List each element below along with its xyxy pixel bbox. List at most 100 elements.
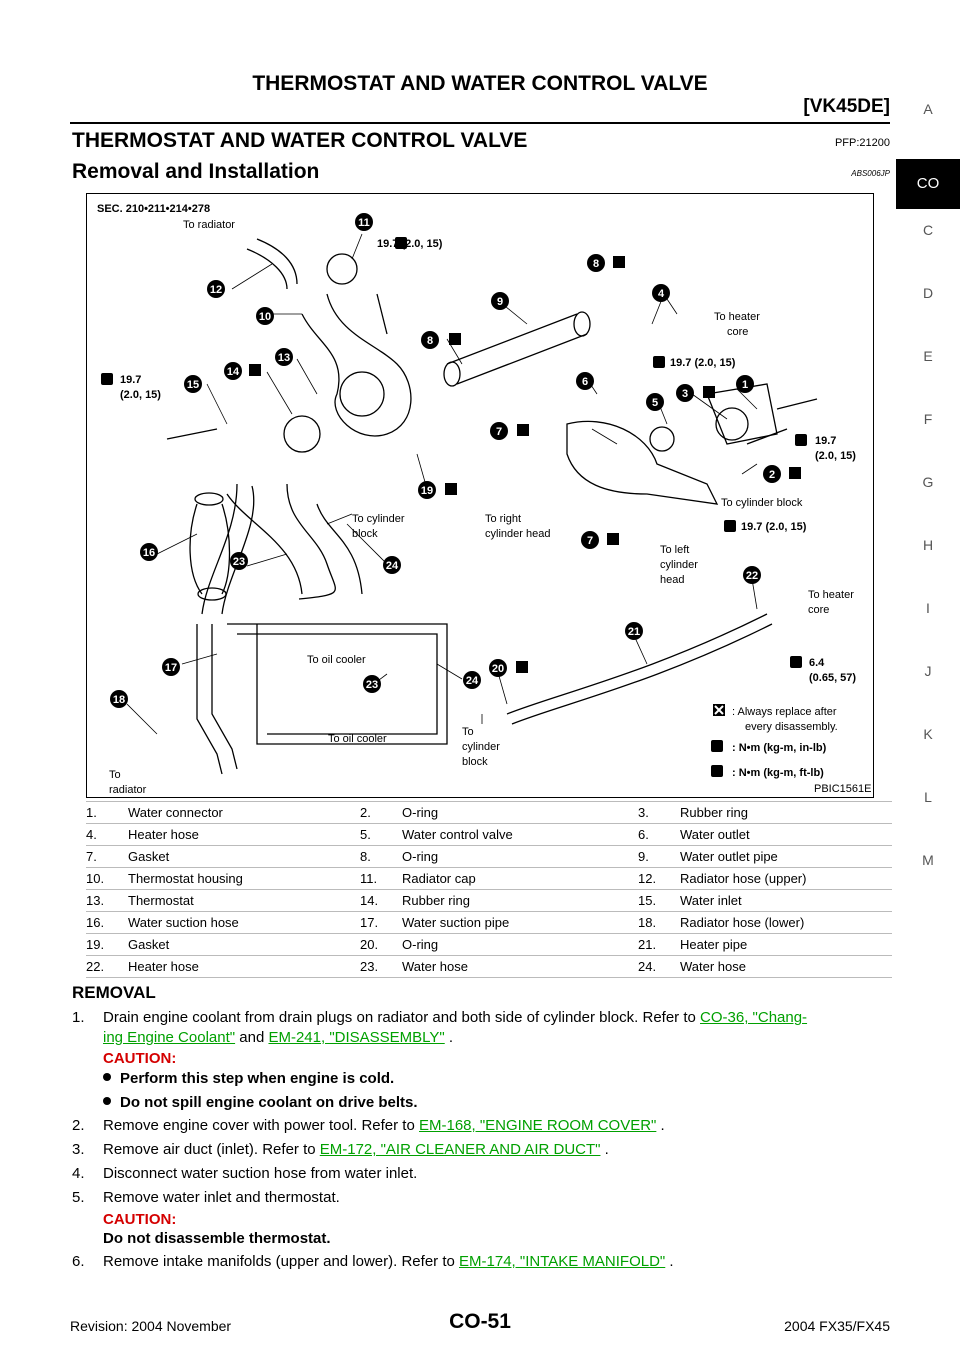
torque-label-right-b: (2.0, 15): [815, 450, 856, 462]
legend-num: 17.: [360, 911, 402, 934]
svg-text:12: 12: [210, 284, 222, 296]
step-number: 6.: [72, 1253, 85, 1270]
svg-text:13: 13: [278, 352, 290, 364]
callout: 7: [581, 531, 599, 549]
callout: 17: [162, 658, 180, 676]
legend-num: 7.: [86, 845, 128, 868]
index-tab-l[interactable]: L: [924, 789, 932, 805]
svg-text:24: 24: [386, 560, 399, 572]
index-tab-a[interactable]: A: [923, 101, 933, 117]
bullet-icon: [103, 1073, 111, 1081]
link-em-241[interactable]: EM-241, "DISASSEMBLY": [268, 1029, 445, 1046]
callout: 5: [646, 393, 664, 411]
label-to-heater-core-1a: To heater: [714, 311, 760, 323]
svg-text:7: 7: [587, 535, 593, 547]
link-em-172[interactable]: EM-172, "AIR CLEANER AND AIR DUCT": [319, 1141, 601, 1158]
subsection-code: ABS006JP: [851, 169, 890, 178]
footer-model: 2004 FX35/FX45: [784, 1318, 890, 1334]
callout: 9: [491, 292, 509, 310]
link-em-168[interactable]: EM-168, "ENGINE ROOM COVER": [419, 1117, 657, 1134]
svg-text:5: 5: [652, 397, 658, 409]
svg-text:9: 9: [497, 296, 503, 308]
legend-part: Water hose: [680, 955, 892, 978]
index-tab-f[interactable]: F: [923, 411, 933, 427]
step-text: Remove intake manifolds (upper and lower…: [103, 1253, 460, 1270]
callout: 1: [736, 375, 754, 393]
legend-part: Water suction hose: [128, 911, 360, 934]
index-tab-d[interactable]: D: [922, 285, 934, 301]
index-tab-e[interactable]: E: [923, 348, 933, 364]
replace-icon: [449, 333, 461, 345]
callout: 6: [576, 372, 594, 390]
callout: 22: [743, 566, 761, 584]
label-to-oil-cooler-1: To oil cooler: [307, 654, 366, 666]
index-tab-g[interactable]: G: [922, 474, 934, 490]
legend-part: O-ring: [402, 801, 638, 824]
svg-text:24: 24: [466, 675, 479, 687]
torque-label-left-a: 19.7: [120, 374, 141, 386]
wrench-icon: [101, 373, 113, 385]
exploded-view-diagram: SEC. 210•211•214•278 To radiator 19.7 (2…: [97, 203, 871, 796]
legend-num: 10.: [86, 867, 128, 890]
step-text: Remove engine cover with power tool. Ref…: [103, 1117, 419, 1134]
svg-text:7: 7: [496, 426, 502, 438]
svg-text:16: 16: [143, 547, 155, 559]
label-to-cyl-block-3a: To: [462, 726, 474, 738]
caution-label: CAUTION:: [103, 1211, 177, 1228]
legend-num: 6.: [638, 823, 680, 846]
step-number: 4.: [72, 1165, 85, 1182]
sec-label: SEC. 210•211•214•278: [97, 203, 210, 215]
callout: 23: [230, 552, 248, 570]
legend-part: Radiator cap: [402, 867, 638, 890]
callout: 21: [625, 622, 643, 640]
index-tab-i[interactable]: I: [926, 600, 930, 616]
link-co-36[interactable]: CO-36, "Chang-: [700, 1009, 808, 1026]
label-to-radiator-bottom-b: radiator: [109, 784, 147, 796]
wrench-icon: [395, 237, 407, 249]
wrench-icon: [795, 434, 807, 446]
svg-text:18: 18: [113, 694, 125, 706]
callout: 19: [418, 481, 436, 499]
callout: 24: [383, 556, 401, 574]
legend-num: 12.: [638, 867, 680, 890]
step-number: 2.: [72, 1117, 85, 1134]
callout: 7: [490, 422, 508, 440]
callout: 8: [587, 254, 605, 272]
index-tab-m[interactable]: M: [922, 852, 934, 868]
wrench-icon: [711, 765, 723, 777]
legend-part: O-ring: [402, 933, 638, 956]
subsection-title: Removal and Installation: [72, 160, 320, 183]
index-tab-j[interactable]: J: [924, 663, 932, 679]
label-to-radiator-bottom-a: To: [109, 769, 121, 781]
svg-text:11: 11: [358, 217, 370, 229]
legend-num: 11.: [360, 867, 402, 890]
index-tab-h[interactable]: H: [922, 537, 934, 553]
index-tab-co[interactable]: CO: [896, 159, 960, 209]
legend-part: Water inlet: [680, 889, 892, 912]
legend-num: 20.: [360, 933, 402, 956]
step-text: Disconnect water suction hose from water…: [103, 1165, 418, 1182]
label-to-heater-core-1b: core: [727, 326, 748, 338]
table-row: 1.Water connector 2.O-ring 3.Rubber ring: [86, 801, 892, 824]
legend-part: Thermostat housing: [128, 867, 360, 890]
legend-num: 24.: [638, 955, 680, 978]
link-co-36-cont[interactable]: ing Engine Coolant": [103, 1029, 236, 1046]
svg-text:8: 8: [593, 258, 599, 270]
removal-heading: REMOVAL: [72, 983, 156, 1002]
footer-page-number: CO-51: [449, 1310, 511, 1333]
svg-text:21: 21: [628, 626, 640, 638]
index-tab-c[interactable]: C: [922, 222, 934, 238]
torque-label-right-a: 19.7: [815, 435, 836, 447]
table-row: 13.Thermostat 14.Rubber ring 15.Water in…: [86, 889, 892, 912]
link-em-174[interactable]: EM-174, "INTAKE MANIFOLD": [459, 1253, 666, 1270]
index-tab-k[interactable]: K: [923, 726, 933, 742]
svg-text:2: 2: [769, 469, 775, 481]
svg-text:23: 23: [366, 679, 378, 691]
header-rule: [70, 122, 890, 124]
caution-bullet: Do not spill engine coolant on drive bel…: [103, 1094, 418, 1111]
callout: 3: [676, 384, 694, 402]
label-to-cylinder-block-1a: To cylinder: [352, 513, 405, 525]
torque-label-left-b: (2.0, 15): [120, 389, 161, 401]
step-6: 6. Remove intake manifolds (upper and lo…: [72, 1252, 892, 1272]
svg-text:20: 20: [492, 663, 504, 675]
